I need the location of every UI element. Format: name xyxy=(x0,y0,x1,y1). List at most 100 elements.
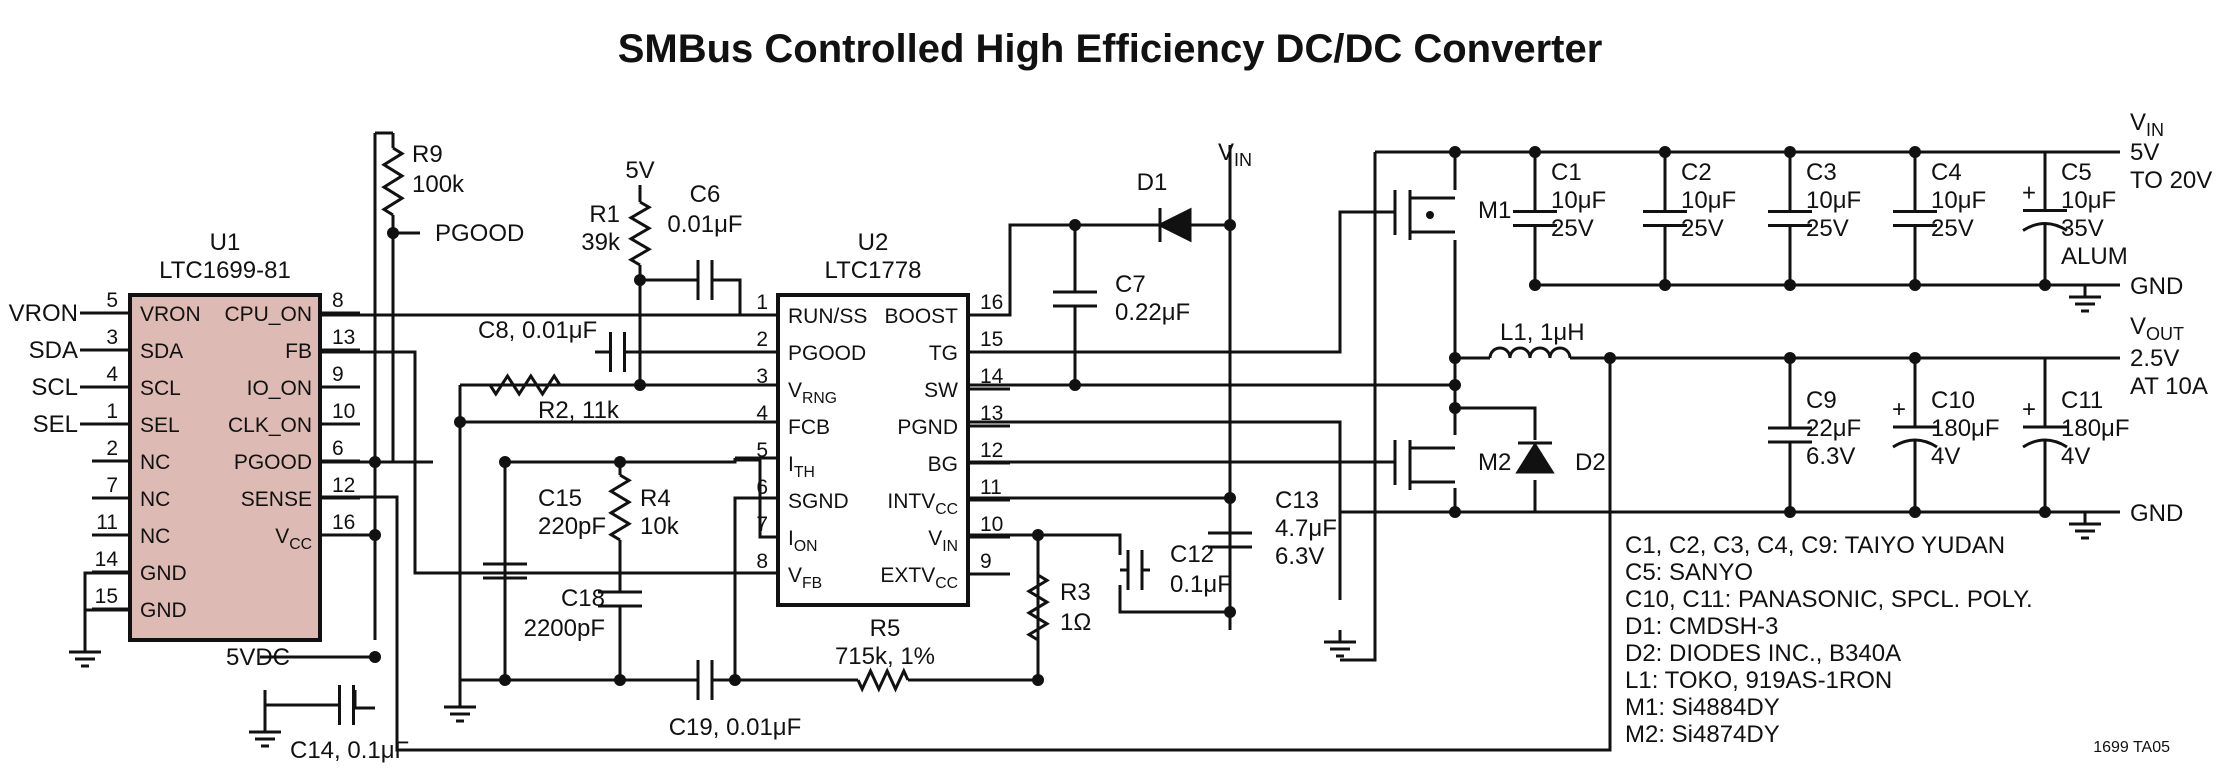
junction-dot xyxy=(2039,506,2051,518)
c3-voltage: 25V xyxy=(1806,215,1849,242)
gnd-top-label: GND xyxy=(2130,273,2183,300)
u1-pin-name: GND xyxy=(140,562,187,585)
u1-pin-number: 8 xyxy=(332,289,344,312)
c4-ref: C4 xyxy=(1931,159,1962,186)
u2-pin-name: EXTVCC xyxy=(880,564,958,592)
u2-pin-number: 16 xyxy=(980,291,1003,314)
junction-dot xyxy=(634,274,646,286)
u2-pin-name: VRNG xyxy=(788,379,837,407)
c9-ref: C9 xyxy=(1806,387,1837,414)
u2-pin-number: 3 xyxy=(756,365,768,388)
r3-ref: R3 xyxy=(1060,579,1091,606)
l1-label: L1, 1μH xyxy=(1500,319,1585,346)
r1-resistor xyxy=(628,200,652,267)
u2-pin-name: BOOST xyxy=(884,305,958,328)
c11-voltage: 4V xyxy=(2061,443,2090,470)
u1-pin-name: VCC xyxy=(275,525,312,553)
u2-pin-name: PGOOD xyxy=(788,342,866,365)
u2-pin-number: 6 xyxy=(756,476,768,499)
r4-value: 10k xyxy=(640,513,680,540)
junction-dot xyxy=(1604,352,1616,364)
u2-pin-name: ION xyxy=(788,527,817,555)
c11-capacitor-curved-plate xyxy=(2022,438,2068,449)
u2-pin-number: 14 xyxy=(980,365,1004,388)
u1-pin-number: 16 xyxy=(332,511,355,534)
c10-ref: C10 xyxy=(1931,387,1975,414)
vout-label: VOUT xyxy=(2130,313,2184,344)
c2-value: 10μF xyxy=(1681,187,1736,214)
junction-dot xyxy=(1909,146,1921,158)
junction-dot xyxy=(1069,219,1081,231)
junction-dot xyxy=(1909,279,1921,291)
u1-chip: U1 LTC1699-81 5VRONVRON3SDASDA4SCLSCL1SE… xyxy=(9,229,360,642)
u1-pin-number: 2 xyxy=(106,437,118,460)
c4-voltage: 25V xyxy=(1931,215,1974,242)
c10-value: 180μF xyxy=(1931,415,2000,442)
junction-dot xyxy=(1909,352,1921,364)
junction-dot xyxy=(1032,674,1044,686)
u1-right-pins: 8CPU_ON13FB9IO_ON10CLK_ON6PGOOD12SENSE16… xyxy=(224,289,360,553)
u2-pin-number: 12 xyxy=(980,439,1003,462)
c13-ref: C13 xyxy=(1275,487,1319,514)
r5-value: 715k, 1% xyxy=(835,643,935,670)
u1-pin-number: 14 xyxy=(95,548,119,571)
c11-value: 180μF xyxy=(2061,415,2130,442)
junction-dot xyxy=(499,674,511,686)
pgood-net-label: PGOOD xyxy=(435,220,524,247)
junction-dot xyxy=(1529,279,1541,291)
junction-dot xyxy=(1909,506,1921,518)
c15-ref: C15 xyxy=(538,485,582,512)
r9-ref: R9 xyxy=(412,141,443,168)
junction-dot xyxy=(1659,279,1671,291)
junction-dot xyxy=(1032,529,1044,541)
r5-ref: R5 xyxy=(870,615,901,642)
junction-dot xyxy=(1449,146,1461,158)
u2-pin-name: TG xyxy=(929,342,958,365)
c5-capacitor-plus: + xyxy=(2022,180,2036,207)
u1-pin-name: NC xyxy=(140,451,170,474)
r1-ref: R1 xyxy=(589,201,620,228)
c18-value: 2200pF xyxy=(524,615,605,642)
u1-ref: U1 xyxy=(210,229,241,256)
r4-resistor xyxy=(608,473,632,542)
c2-ref: C2 xyxy=(1681,159,1712,186)
m1-body-dot xyxy=(1426,211,1434,219)
junction-dot xyxy=(614,674,626,686)
u2-pin-name: FCB xyxy=(788,416,830,439)
c3-value: 10μF xyxy=(1806,187,1861,214)
note-line: C10, C11: PANASONIC, SPCL. POLY. xyxy=(1625,586,2033,613)
vin-out-label: VIN xyxy=(2130,109,2164,140)
u1-pin-name: VRON xyxy=(140,303,201,326)
junction-dot xyxy=(1784,352,1796,364)
u1-left-pins: 5VRONVRON3SDASDA4SCLSCL1SELSEL2NC7NC11NC… xyxy=(9,289,201,622)
u2-pin-name: ITH xyxy=(788,453,815,481)
u1-pin-name: PGOOD xyxy=(234,451,312,474)
note-line: M1: Si4884DY xyxy=(1625,694,1780,721)
junction-dot xyxy=(1659,146,1671,158)
5v-net-label: 5V xyxy=(625,157,654,184)
u2-pin-number: 10 xyxy=(980,513,1003,536)
c4-value: 10μF xyxy=(1931,187,1986,214)
c8-label: C8, 0.01μF xyxy=(478,317,597,344)
junction-dot xyxy=(369,651,381,663)
5vdc-net-label: 5VDC xyxy=(226,644,290,671)
m2-mosfet xyxy=(1393,440,1455,490)
junction-dot xyxy=(369,456,381,468)
c19-label: C19, 0.01μF xyxy=(669,714,802,741)
c13-value: 4.7μF xyxy=(1275,515,1337,542)
u2-pin-number: 8 xyxy=(756,550,768,573)
vout-voltage: 2.5V xyxy=(2130,345,2179,372)
r9-resistor xyxy=(381,146,405,217)
r5-resistor xyxy=(856,667,910,693)
note-line: D1: CMDSH-3 xyxy=(1625,613,1778,640)
d2-diode xyxy=(1515,442,1555,474)
u2-pin-name: SGND xyxy=(788,490,849,513)
u2-pin-name: INTVCC xyxy=(887,490,958,518)
u1-pin-name: CLK_ON xyxy=(228,414,312,437)
c12-ref: C12 xyxy=(1170,541,1214,568)
u1-pin-number: 11 xyxy=(96,511,118,534)
junction-dot xyxy=(1449,402,1461,414)
c3-ref: C3 xyxy=(1806,159,1837,186)
u1-pin-number: 6 xyxy=(332,437,344,460)
